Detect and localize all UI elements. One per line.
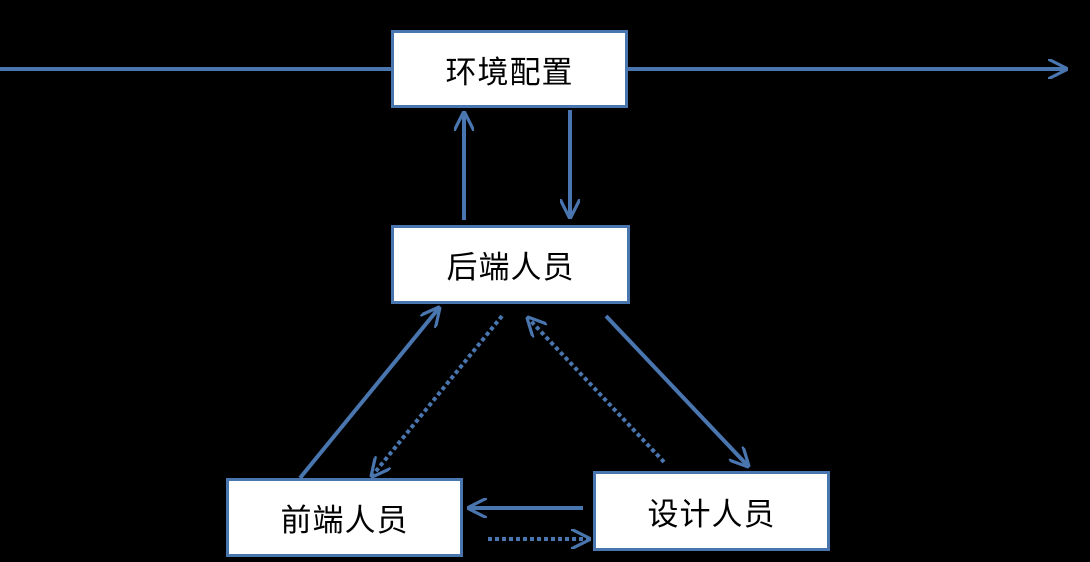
arrow-backend-to-frontend-dotted: [372, 314, 504, 476]
env-config-label: 环境配置: [445, 54, 574, 91]
frontend-staff-label: 前端人员: [280, 503, 409, 539]
designer-staff-box: 设计人员: [593, 471, 830, 551]
frontend-staff-box: 前端人员: [226, 478, 463, 557]
designer-staff-label: 设计人员: [647, 496, 776, 533]
arrow-backend-to-designer: [604, 314, 748, 466]
arrow-designer-to-backend-dotted: [528, 318, 666, 464]
backend-staff-box: 后端人员: [391, 225, 630, 304]
backend-staff-label: 后端人员: [446, 250, 575, 286]
arrow-frontend-to-backend: [298, 308, 439, 480]
env-config-box: 环境配置: [391, 30, 628, 108]
